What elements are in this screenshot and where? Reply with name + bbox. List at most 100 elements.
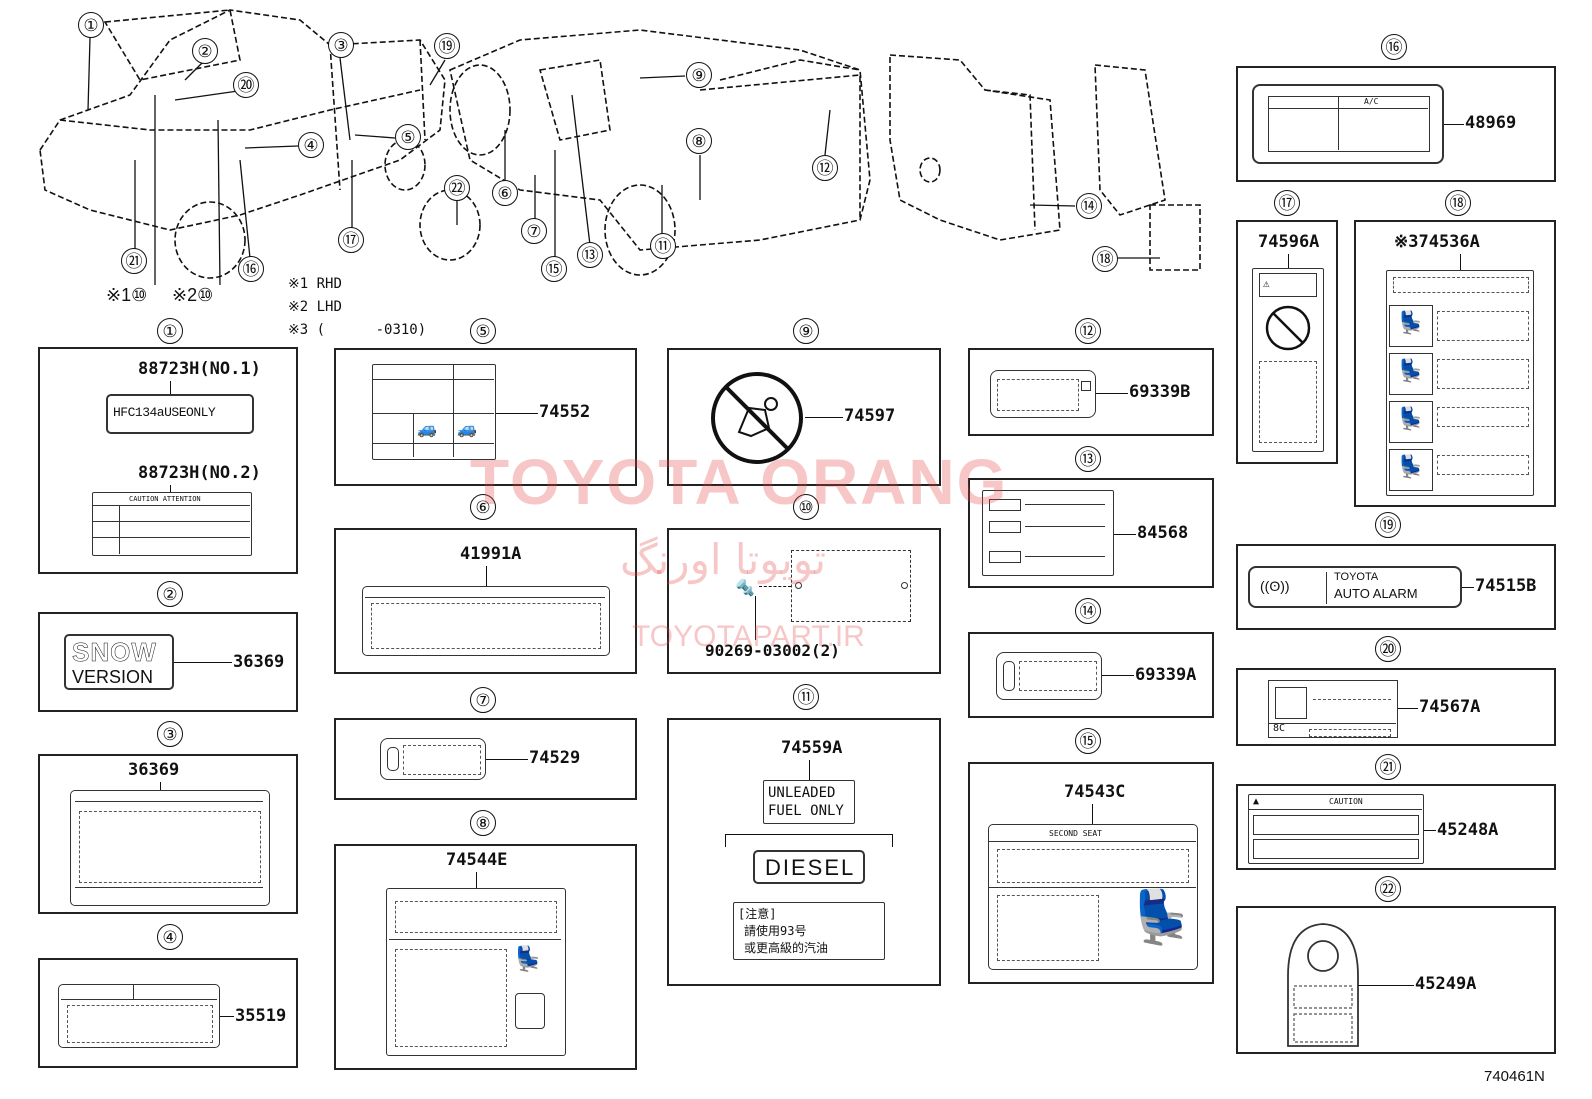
panel-5: 🚙 🚙 74552 <box>334 348 637 486</box>
label-15: SECOND SEAT 💺 <box>988 824 1198 970</box>
seat-back-icon <box>515 993 545 1029</box>
panel-20-number: ⑳ <box>1375 636 1401 662</box>
note-lhd: ※2 LHD <box>288 299 342 315</box>
label-caution-21: ▲ CAUTION <box>1248 794 1424 864</box>
part-number-69339a: 69339A <box>1135 665 1197 685</box>
panel-17-number: ⑰ <box>1274 190 1300 216</box>
label-4 <box>58 984 220 1048</box>
alarm-icon: ((ʘ)) <box>1260 578 1290 594</box>
label-6 <box>362 586 610 656</box>
label-chinese-fuel: [注意] 請使用93号 或更高級的汽油 <box>733 902 885 960</box>
callout-16: ⑯ <box>238 256 264 282</box>
panel-15: 74543C SECOND SEAT 💺 <box>968 762 1214 984</box>
callout-14: ⑭ <box>1076 193 1102 219</box>
label-12 <box>990 370 1096 418</box>
part-number-74552: 74552 <box>539 402 591 422</box>
part-number-74596a: 74596A <box>1258 232 1320 252</box>
label-snow-version: SNOW VERSION <box>64 634 174 690</box>
panel-17: 74596A ⚠ <box>1236 220 1338 464</box>
part-number-45248a: 45248A <box>1437 820 1499 840</box>
label-14 <box>996 652 1102 700</box>
callout-1: ① <box>78 12 104 38</box>
car-icon: 🚙 <box>417 419 437 438</box>
panel-10: 🔩 90269-03002(2) <box>667 528 941 674</box>
label-3 <box>70 790 270 906</box>
panel-13-number: ⑬ <box>1075 446 1101 472</box>
note-rhd: ※1 RHD <box>288 276 342 292</box>
label-17: ⚠ <box>1252 268 1324 452</box>
part-number-74536a: ※374536A <box>1394 232 1480 252</box>
part-number-48969: 48969 <box>1465 113 1517 133</box>
panel-8: 74544E 💺 <box>334 844 637 1070</box>
callout-11: ⑪ <box>650 233 676 259</box>
part-number-90269-03002: 90269-03002(2) <box>705 641 840 660</box>
label-unleaded: UNLEADED FUEL ONLY <box>763 780 855 824</box>
callout-13: ⑬ <box>577 242 603 268</box>
part-number-36369-snow: 36369 <box>233 652 285 672</box>
callout-17: ⑰ <box>338 227 364 253</box>
callout-12: ⑫ <box>812 155 838 181</box>
part-number-74559a: 74559A <box>781 738 843 758</box>
label-5: 🚙 🚙 <box>372 364 496 460</box>
panel-11: 74559A UNLEADED FUEL ONLY DIESEL [注意] 請使… <box>667 718 941 986</box>
no-child-seat-icon <box>711 372 803 464</box>
panel-18: ※374536A 💺 💺 💺 💺 <box>1354 220 1556 507</box>
label-16: A/C <box>1252 84 1444 164</box>
part-number-41991a: 41991A <box>460 544 522 564</box>
car-tow-icon: 🚙 <box>457 419 477 438</box>
panel-20: 8C 74567A <box>1236 668 1556 746</box>
note-date-range: ※3 ( -0310) <box>288 322 427 338</box>
part-number-36369: 36369 <box>128 760 180 780</box>
warning-icon-21: ▲ <box>1253 796 1260 807</box>
label-7 <box>380 738 486 780</box>
callout-4: ④ <box>298 132 324 158</box>
panel-8-number: ⑧ <box>470 810 496 836</box>
callout-2: ② <box>192 38 218 64</box>
panel-15-number: ⑮ <box>1075 728 1101 754</box>
part-number-45249a: 45249A <box>1415 974 1477 994</box>
callout-5: ⑤ <box>395 124 421 150</box>
callout-19: ⑲ <box>434 33 460 59</box>
figure-id: 740461N <box>1484 1068 1545 1085</box>
panel-16: A/C 48969 <box>1236 66 1556 182</box>
label-diesel: DIESEL <box>753 850 865 884</box>
callout-7: ⑦ <box>521 218 547 244</box>
panel-10-number: ⑩ <box>793 494 819 520</box>
label-18: 💺 💺 💺 💺 <box>1386 270 1534 496</box>
child-seat-icon-3: 💺 <box>1397 407 1425 432</box>
panel-13: 84568 <box>968 478 1214 588</box>
panel-1-number: ① <box>157 318 183 344</box>
panel-21: ▲ CAUTION 45248A <box>1236 784 1556 870</box>
callout-3: ③ <box>328 32 354 58</box>
part-number-74567a: 74567A <box>1419 697 1481 717</box>
child-seat-icon-4: 💺 <box>1397 455 1425 480</box>
child-seat-icon: 💺 <box>1129 888 1194 948</box>
callout-10-rhd: ※1⑩ <box>106 285 148 305</box>
callout-15: ⑮ <box>541 256 567 282</box>
no-rear-facing-seat-icon <box>1265 305 1311 351</box>
panel-12: 69339B <box>968 348 1214 436</box>
part-number-74515b: 74515B <box>1475 576 1537 596</box>
warning-icon: ⚠ <box>1263 277 1270 290</box>
panel-14: 69339A <box>968 632 1214 718</box>
panel-19: ((ʘ)) TOYOTA AUTO ALARM 74515B <box>1236 544 1556 630</box>
callout-18: ⑱ <box>1092 246 1118 272</box>
screw-icon: 🔩 <box>735 578 755 597</box>
panel-14-number: ⑭ <box>1075 598 1101 624</box>
mounting-area <box>791 550 911 622</box>
child-seat-icon-2: 💺 <box>1397 359 1425 384</box>
child-seat-icon-1: 💺 <box>1397 311 1425 336</box>
panel-12-number: ⑫ <box>1075 318 1101 344</box>
seat-icon: 💺 <box>513 945 543 973</box>
label-8: 💺 <box>386 888 566 1056</box>
callout-22: ㉒ <box>444 175 470 201</box>
part-number-74543c: 74543C <box>1064 782 1126 802</box>
panel-22: 45249A <box>1236 906 1556 1054</box>
label-caution-attention: CAUTION ATTENTION <box>92 492 252 556</box>
vehicle-illustration <box>39 9 1201 286</box>
panel-7: 74529 <box>334 718 637 800</box>
panel-2: SNOW VERSION 36369 <box>38 612 298 712</box>
panel-3-number: ③ <box>157 721 183 747</box>
panel-7-number: ⑦ <box>470 687 496 713</box>
watermark-brand: TOYOTA ORANG <box>470 446 1009 518</box>
